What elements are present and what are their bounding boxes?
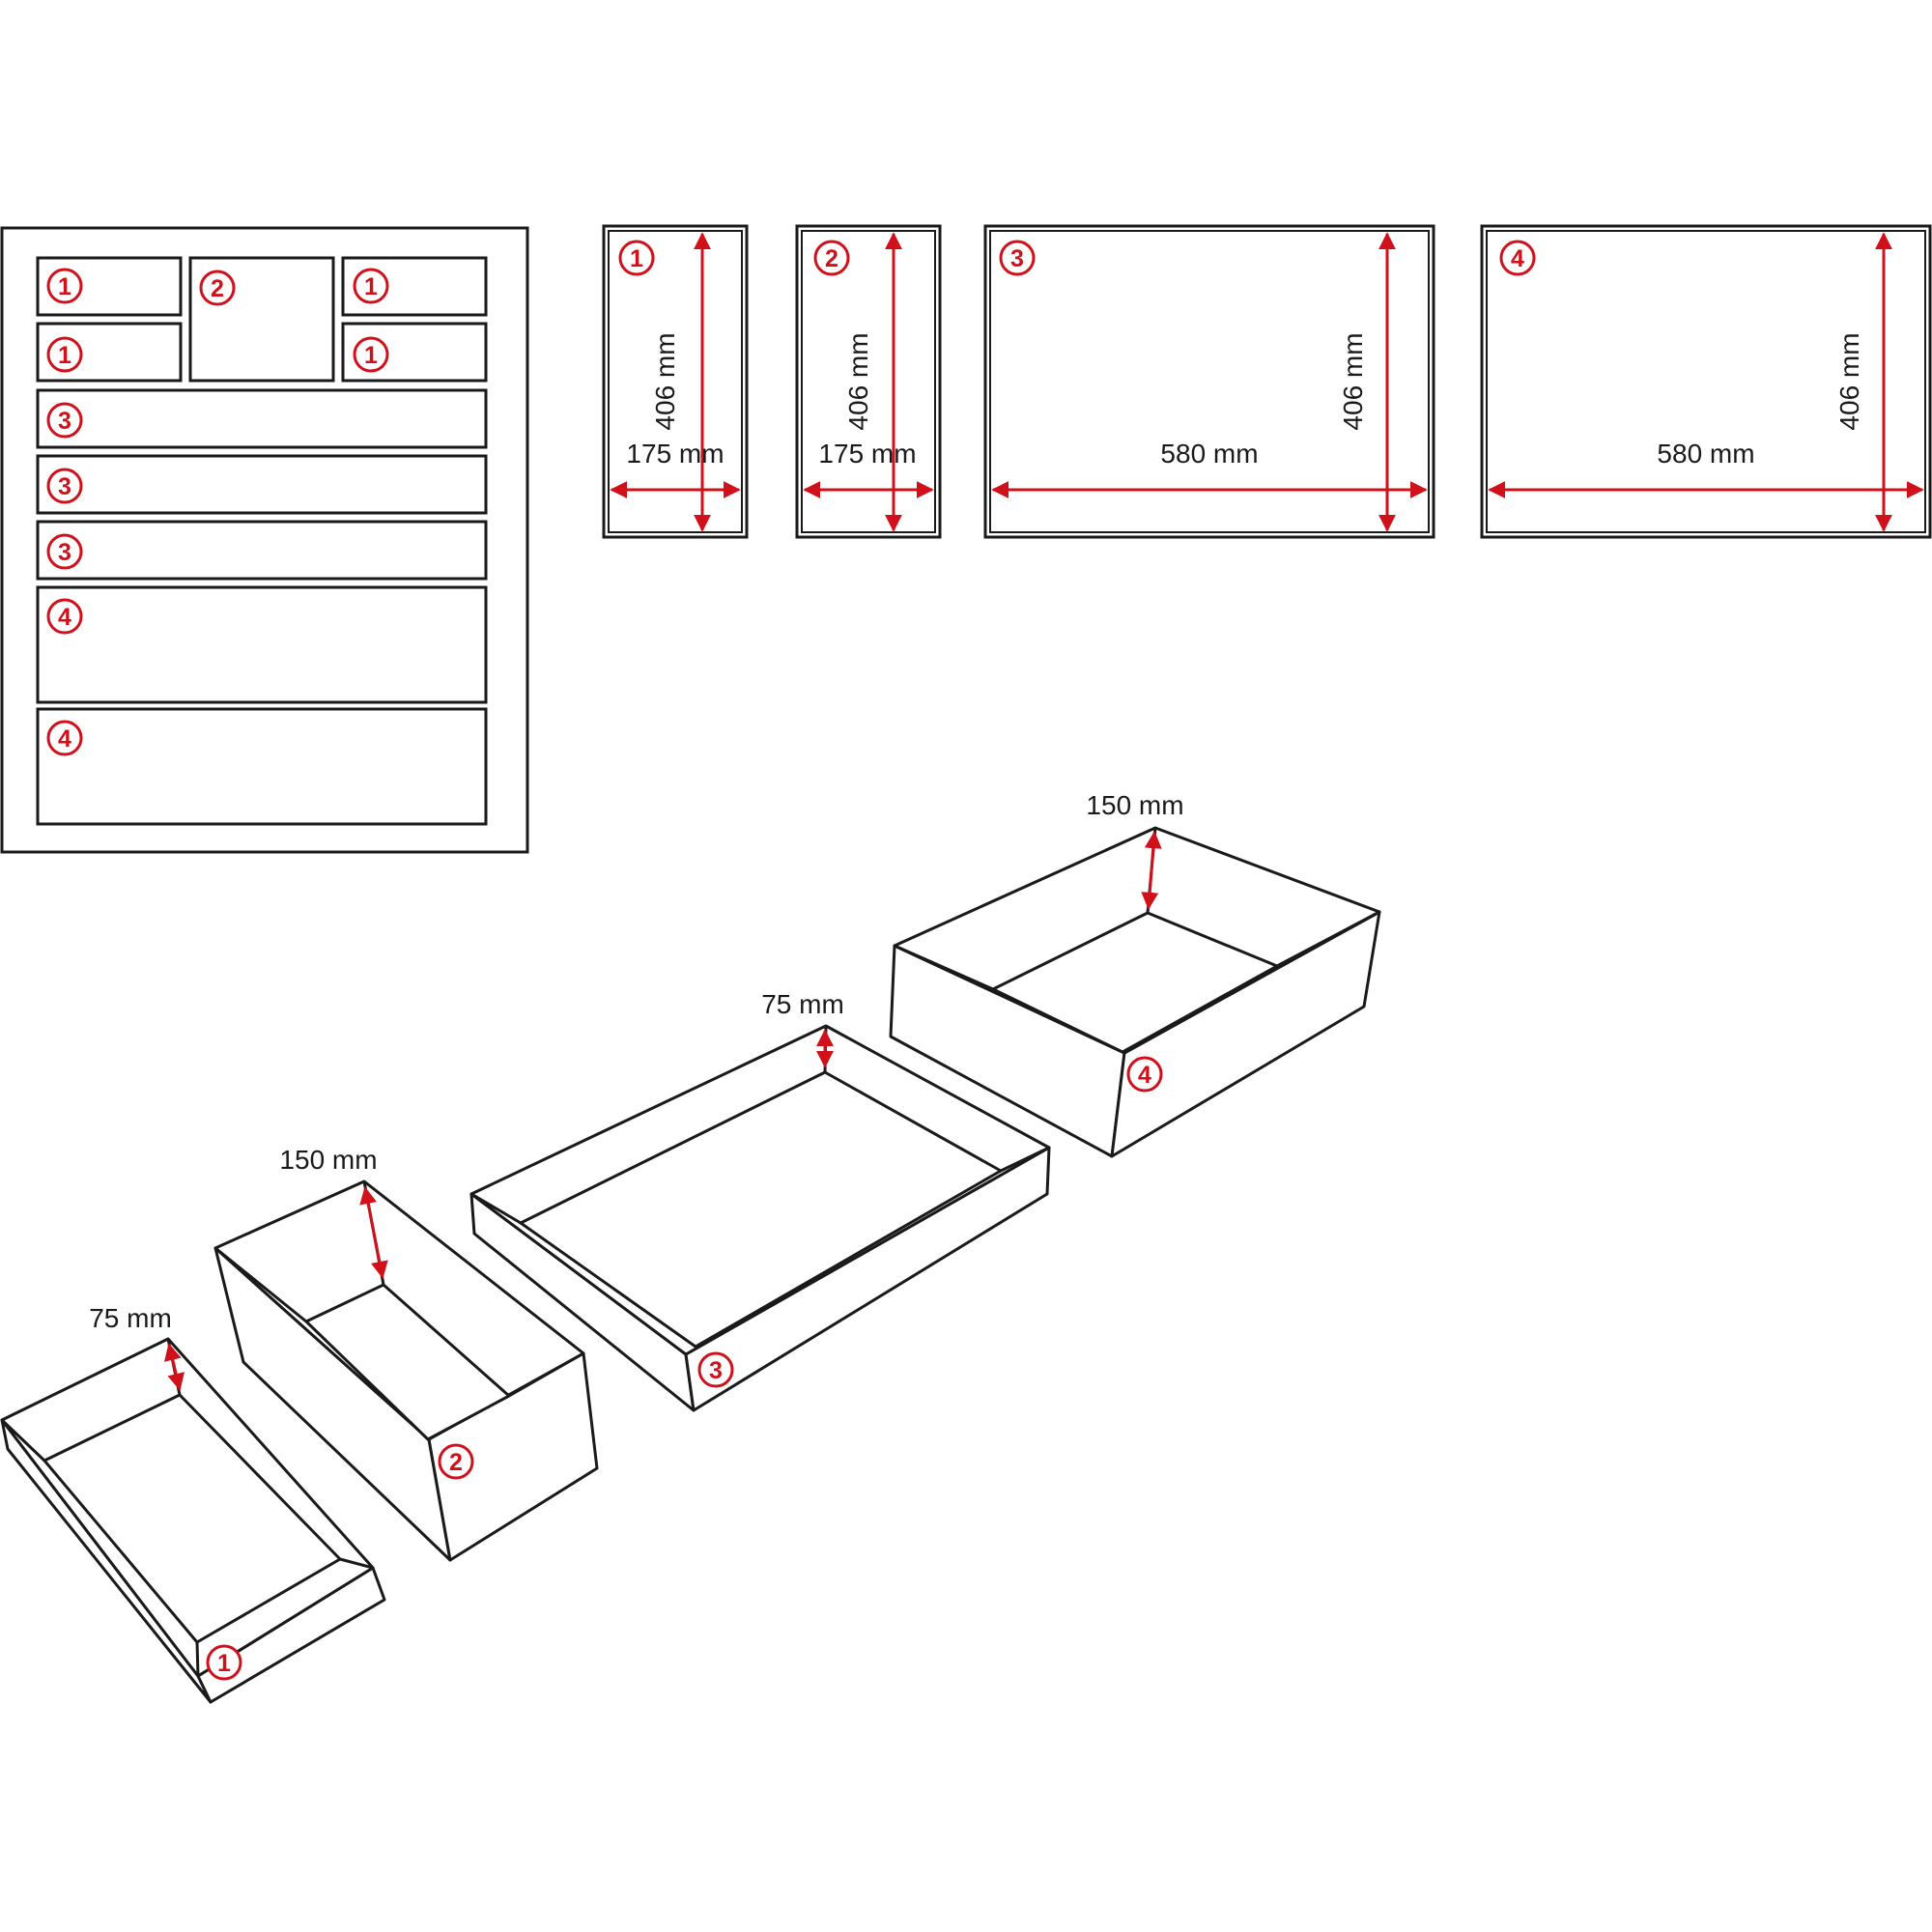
layout-cell-1c: 1 [36, 322, 183, 383]
iso-box-1: 75 mm 1 [0, 1303, 386, 1704]
badge-1-icon: 1 [46, 268, 83, 304]
badge-label: 1 [58, 273, 71, 300]
badge-label: 1 [630, 245, 643, 272]
badge-3-icon: 3 [999, 240, 1036, 276]
layout-cell-1b: 1 [341, 256, 488, 317]
badge-label: 3 [58, 539, 71, 566]
badge-label: 1 [58, 342, 71, 369]
height-label: 150 mm [1086, 790, 1183, 820]
layout-cell-2: 2 [188, 256, 335, 383]
badge-label: 2 [211, 275, 224, 302]
length-label: 406 mm [1834, 332, 1864, 430]
height-arrow [1141, 831, 1162, 910]
badge-label: 4 [1511, 245, 1524, 272]
badge-2-icon: 2 [438, 1443, 474, 1480]
badge-2-icon: 2 [813, 240, 850, 276]
badge-label: 3 [58, 408, 71, 435]
badge-3-icon: 3 [46, 533, 83, 570]
layout-cell-3c: 3 [36, 520, 488, 581]
badge-label: 1 [364, 342, 378, 369]
badge-label: 2 [449, 1449, 463, 1476]
height-label: 150 mm [279, 1145, 377, 1175]
layout-cell-1a: 1 [36, 256, 183, 317]
badge-label: 3 [1010, 245, 1024, 272]
badge-label: 4 [58, 725, 71, 753]
layout-cell-4a: 4 [36, 585, 488, 704]
height-label: 75 mm [89, 1303, 172, 1333]
badge-4-icon: 4 [46, 720, 83, 756]
width-label: 580 mm [1657, 439, 1754, 469]
badge-label: 1 [217, 1650, 231, 1677]
badge-1-icon: 1 [353, 336, 389, 373]
top-view-insert-3: 3 406 mm 580 mm [983, 224, 1435, 539]
top-view-insert-4: 4 406 mm 580 mm [1480, 224, 1932, 539]
layout-cell-4b: 4 [36, 707, 488, 826]
badge-1-icon: 1 [46, 336, 83, 373]
badge-1-icon: 1 [206, 1644, 242, 1681]
height-arrow [359, 1186, 388, 1279]
badge-label: 1 [364, 273, 378, 300]
length-label: 406 mm [1338, 332, 1368, 430]
badge-4-icon: 4 [1126, 1056, 1163, 1093]
badge-4-icon: 4 [46, 598, 83, 635]
top-view-insert-1: 1 406 mm 175 mm [602, 224, 749, 539]
width-label: 175 mm [818, 439, 916, 469]
badge-label: 4 [58, 604, 71, 631]
iso-box-3: 75 mm 3 [469, 989, 1051, 1412]
badge-1-icon: 1 [353, 268, 389, 304]
badge-3-icon: 3 [46, 468, 83, 504]
height-label: 75 mm [761, 989, 844, 1019]
iso-box-2: 150 mm 2 [213, 1145, 599, 1562]
badge-label: 2 [825, 245, 838, 272]
iso-box-4: 150 mm 4 [889, 790, 1381, 1158]
badge-3-icon: 3 [46, 402, 83, 439]
top-view-insert-2: 2 406 mm 175 mm [795, 224, 942, 539]
badge-label: 4 [1138, 1062, 1151, 1089]
height-arrow [164, 1343, 185, 1391]
badge-4-icon: 4 [1499, 240, 1536, 276]
drawer-layout-plan: 1 2 1 1 [0, 226, 529, 854]
length-label: 406 mm [843, 332, 873, 430]
width-label: 175 mm [626, 439, 724, 469]
length-label: 406 mm [650, 332, 680, 430]
badge-label: 3 [709, 1357, 723, 1384]
badge-1-icon: 1 [618, 240, 655, 276]
badge-2-icon: 2 [199, 270, 236, 306]
layout-cell-1d: 1 [341, 322, 488, 383]
layout-cell-3b: 3 [36, 454, 488, 515]
layout-cell-3a: 3 [36, 388, 488, 449]
badge-label: 3 [58, 473, 71, 500]
width-label: 580 mm [1160, 439, 1258, 469]
badge-3-icon: 3 [697, 1351, 734, 1388]
drawer-outline [0, 226, 529, 854]
